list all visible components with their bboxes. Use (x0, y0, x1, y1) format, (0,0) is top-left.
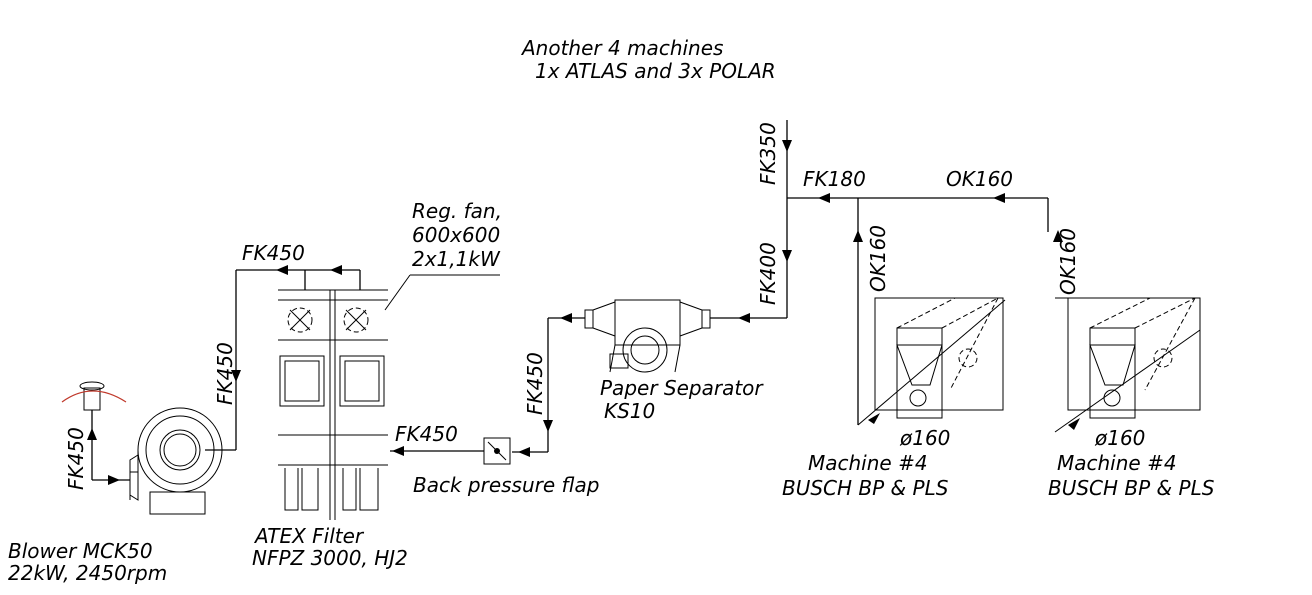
label-fk180: FK180 (803, 167, 866, 191)
label-blower: Blower MCK50 (8, 539, 153, 563)
duct-fk450-top (205, 265, 361, 451)
label-fk450-separator: FK450 (523, 352, 547, 415)
label-atex-model: NFPZ 3000, HJ2 (252, 546, 408, 570)
label-machine-2-name: Machine #4 (1057, 451, 1177, 475)
atex-filter-symbol (278, 274, 500, 520)
label-diameter-1: ø160 (899, 426, 950, 450)
machine-2-symbol (1054, 297, 1201, 433)
label-fk400: FK400 (756, 242, 780, 305)
back-pressure-flap-symbol (483, 437, 511, 465)
label-atlas-polar: 1x ATLAS and 3x POLAR (535, 59, 776, 83)
label-reg-fan-3: 2x1,1kW (412, 247, 501, 271)
label-machine-2-model: BUSCH BP & PLS (1048, 476, 1215, 500)
duct-fk450-separator (512, 318, 553, 457)
label-atex-filter: ATEX Filter (253, 524, 365, 548)
blower-symbol (61, 381, 223, 515)
duct-fk450-mid (390, 446, 484, 456)
label-reg-fan-1: Reg. fan, (412, 199, 502, 223)
duct-fk350-fk400 (782, 120, 792, 318)
label-ks10: KS10 (604, 399, 655, 423)
label-diameter-2: ø160 (1094, 426, 1145, 450)
duct-branch-1 (853, 198, 863, 425)
label-ok160-branch2: OK160 (1056, 228, 1080, 295)
machine-1-symbol (857, 297, 1006, 426)
label-fk450-mid: FK450 (395, 422, 458, 446)
label-reg-fan-2: 600x600 (412, 223, 500, 247)
label-paper-separator: Paper Separator (600, 376, 764, 400)
label-ok160-branch1: OK160 (866, 225, 890, 292)
label-fk350: FK350 (756, 122, 780, 185)
label-fk450-blower: FK450 (64, 427, 88, 490)
label-ok160-header: OK160 (946, 167, 1013, 191)
label-blower-spec: 22kW, 2450rpm (8, 561, 167, 585)
duct-header (787, 193, 1048, 203)
label-fk450-left: FK450 (213, 342, 237, 405)
label-back-pressure-flap: Back pressure flap (413, 473, 599, 497)
paper-separator-symbol (548, 299, 787, 373)
label-machine-1-name: Machine #4 (808, 451, 928, 475)
label-fk450-top: FK450 (242, 241, 305, 265)
label-machine-1-model: BUSCH BP & PLS (782, 476, 949, 500)
label-another-machines: Another 4 machines (520, 36, 723, 60)
